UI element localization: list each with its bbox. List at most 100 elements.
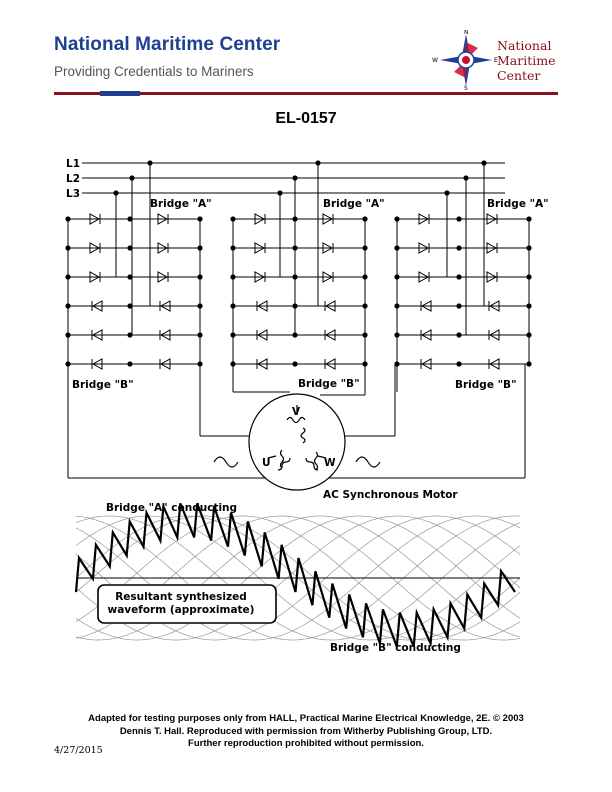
waveform-callout-box: Resultant synthesized waveform (approxim…	[97, 584, 277, 624]
background-sine	[75, 515, 521, 641]
diode-symbol	[89, 242, 101, 254]
footer-credit: Adapted for testing purposes only from H…	[0, 713, 612, 751]
junction-dot	[230, 332, 236, 338]
diode-symbol	[91, 358, 103, 370]
junction-dot	[456, 332, 462, 338]
bridge-a-conducting-label: Bridge "A" conducting	[106, 502, 237, 514]
junction-dot	[292, 274, 298, 280]
junction-dot	[292, 245, 298, 251]
junction-dot	[394, 303, 400, 309]
winding-v-label: V	[292, 406, 301, 418]
logo-text-line: Maritime	[497, 53, 556, 68]
junction-dot	[463, 175, 469, 181]
junction-dot	[526, 332, 532, 338]
bridge-b-label: Bridge "B"	[298, 378, 360, 390]
diode-symbol	[488, 329, 500, 341]
wiring	[67, 162, 530, 479]
diode-symbol	[486, 213, 498, 225]
diode-symbol	[418, 213, 430, 225]
junction-dot	[129, 175, 135, 181]
logo-text: National Maritime Center	[497, 38, 556, 83]
junction-dot	[526, 216, 532, 222]
diode-symbol	[420, 329, 432, 341]
bridge-b-label: Bridge "B"	[455, 379, 517, 391]
diode-symbol	[322, 213, 334, 225]
junction-dot	[292, 175, 298, 181]
bridge-a-label: Bridge "A"	[487, 198, 549, 210]
junction-dot	[65, 216, 71, 222]
junction-dot	[362, 303, 368, 309]
junction-dot	[65, 332, 71, 338]
diode-symbol	[322, 242, 334, 254]
background-sine	[75, 515, 521, 641]
junction-dot	[362, 245, 368, 251]
document-id: EL-0157	[275, 110, 337, 127]
logo-letter-n: N	[464, 30, 469, 36]
junction-dot	[230, 303, 236, 309]
diode-symbol	[486, 242, 498, 254]
diode-symbol	[91, 300, 103, 312]
motor-label: AC Synchronous Motor	[323, 489, 458, 501]
diode-symbol	[159, 329, 171, 341]
junction-dot	[127, 332, 133, 338]
diode-symbol	[324, 300, 336, 312]
junction-dot	[197, 274, 203, 280]
logo-letter-w: W	[432, 57, 438, 64]
waveform-callout-line: waveform (approximate)	[108, 604, 255, 616]
junction-dot	[65, 274, 71, 280]
junction-dot	[444, 190, 450, 196]
line-label-l1: L1	[66, 158, 80, 170]
junction-dot	[65, 361, 71, 367]
bridge-a-label: Bridge "A"	[150, 198, 212, 210]
logo-letter-s: S	[464, 85, 468, 90]
junction-dot	[127, 361, 133, 367]
junction-dot	[230, 361, 236, 367]
diode-symbol	[254, 242, 266, 254]
header-rule	[54, 92, 558, 95]
synthesized-waveform	[74, 502, 516, 648]
diode-symbol	[157, 242, 169, 254]
junction-dot	[394, 245, 400, 251]
junction-dot	[394, 216, 400, 222]
junction-dot	[230, 216, 236, 222]
diode-symbol	[324, 358, 336, 370]
winding-u-label: U	[262, 457, 271, 469]
junction-dot	[362, 274, 368, 280]
junction-dot	[526, 245, 532, 251]
junction-dot	[127, 245, 133, 251]
junction-dot	[65, 303, 71, 309]
bridge-b-conducting-label: Bridge "B" conducting	[330, 642, 461, 654]
junction-dot	[394, 361, 400, 367]
junction-dot	[197, 245, 203, 251]
junction-dot	[127, 274, 133, 280]
junction-dot	[481, 160, 487, 166]
junction-dots	[65, 160, 532, 367]
diode-symbol	[418, 271, 430, 283]
diode-symbol	[89, 213, 101, 225]
logo-text-line: Center	[497, 68, 541, 83]
junction-dot	[394, 274, 400, 280]
junction-dot	[197, 303, 203, 309]
junction-dot	[394, 332, 400, 338]
diode-symbol	[488, 358, 500, 370]
diode-symbol	[159, 300, 171, 312]
header-rule-accent	[100, 91, 140, 96]
diode-symbol	[418, 242, 430, 254]
diode-symbol	[256, 358, 268, 370]
junction-dot	[127, 303, 133, 309]
diode-symbol	[420, 358, 432, 370]
junction-dot	[362, 332, 368, 338]
diode-symbol	[420, 300, 432, 312]
junction-dot	[230, 245, 236, 251]
background-sine	[75, 515, 521, 641]
junction-dot	[113, 190, 119, 196]
junction-dot	[292, 332, 298, 338]
junction-dot	[197, 332, 203, 338]
junction-dot	[526, 274, 532, 280]
diode-symbol	[91, 329, 103, 341]
org-tagline: Providing Credentials to Mariners	[54, 64, 254, 79]
bridge-a-label: Bridge "A"	[323, 198, 385, 210]
junction-dot	[456, 216, 462, 222]
diode-symbol	[254, 213, 266, 225]
